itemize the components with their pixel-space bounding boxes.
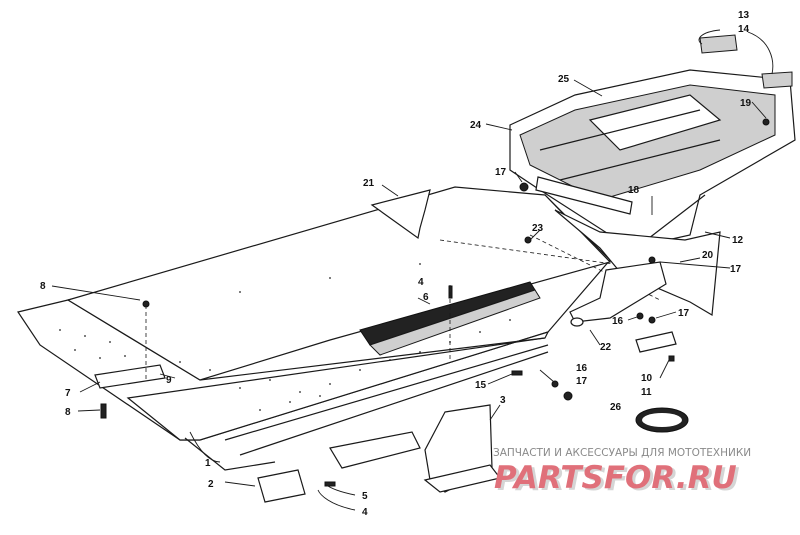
callout-18: 18 bbox=[628, 185, 640, 196]
callout-22: 22 bbox=[600, 342, 612, 353]
callout-19: 19 bbox=[740, 98, 752, 109]
callout-20: 20 bbox=[702, 250, 714, 261]
lower-bracket bbox=[423, 404, 502, 493]
callout-12: 12 bbox=[732, 235, 744, 246]
deflector bbox=[370, 189, 431, 240]
callout-1: 1 bbox=[205, 458, 211, 469]
decal-14 bbox=[761, 71, 793, 89]
callout-16-right: 16 bbox=[576, 363, 588, 374]
callout-11: 11 bbox=[641, 387, 652, 398]
callout-5: 5 bbox=[362, 491, 368, 502]
nameplate-10 bbox=[635, 331, 677, 353]
callout-17-bottom: 17 bbox=[576, 376, 588, 387]
callout-6: 6 bbox=[423, 292, 429, 303]
callout-8-top: 8 bbox=[40, 281, 46, 292]
callout-8-bottom: 8 bbox=[65, 407, 71, 418]
callout-14: 14 bbox=[738, 24, 750, 35]
watermark-logo-shadow: PARTSFOR.RU bbox=[497, 462, 740, 498]
reflector-plate bbox=[257, 469, 306, 503]
support-tube bbox=[569, 261, 667, 327]
mounting-plate bbox=[535, 176, 633, 215]
callout-17-mid: 17 bbox=[678, 308, 690, 319]
watermark-logo: PARTSFOR.RU bbox=[494, 460, 737, 496]
callout-3: 3 bbox=[500, 395, 506, 406]
fastener-parts bbox=[100, 118, 770, 487]
callout-17-top: 17 bbox=[495, 167, 507, 178]
callout-4-top: 4 bbox=[418, 277, 424, 288]
callout-24: 24 bbox=[470, 120, 482, 131]
callout-26: 26 bbox=[610, 402, 622, 413]
cross-bar bbox=[94, 364, 166, 389]
side-bracket bbox=[554, 209, 721, 316]
callout-16-mid: 16 bbox=[612, 316, 624, 327]
callout-7: 7 bbox=[65, 388, 71, 399]
callout-10: 10 bbox=[641, 373, 653, 384]
callout-23: 23 bbox=[532, 223, 544, 234]
callout-9: 9 bbox=[166, 375, 172, 386]
watermark-tagline: ЗАПЧАСТИ И АКСЕССУАРЫ ДЛЯ МОТОТЕХНИКИ bbox=[493, 447, 751, 459]
callout-15: 15 bbox=[475, 380, 487, 391]
watermark: ЗАПЧАСТИ И АКСЕССУАРЫ ДЛЯ МОТОТЕХНИКИ PA… bbox=[493, 447, 751, 498]
callout-4-bottom: 4 bbox=[362, 507, 368, 518]
callout-labels: 1 2 3 4 4 5 6 7 8 8 9 10 11 12 13 14 15 … bbox=[40, 10, 752, 518]
panel-rivet-holes bbox=[59, 263, 511, 411]
decal-13 bbox=[699, 34, 738, 54]
leader-lines bbox=[51, 29, 774, 511]
callout-25: 25 bbox=[558, 74, 570, 85]
callout-13: 13 bbox=[738, 10, 750, 21]
callout-21: 21 bbox=[363, 178, 375, 189]
callout-2: 2 bbox=[208, 479, 214, 490]
callout-17-right: 17 bbox=[730, 264, 742, 275]
emblem-26 bbox=[635, 407, 689, 433]
step-pad bbox=[329, 431, 421, 469]
side-trim-strip bbox=[359, 281, 541, 356]
